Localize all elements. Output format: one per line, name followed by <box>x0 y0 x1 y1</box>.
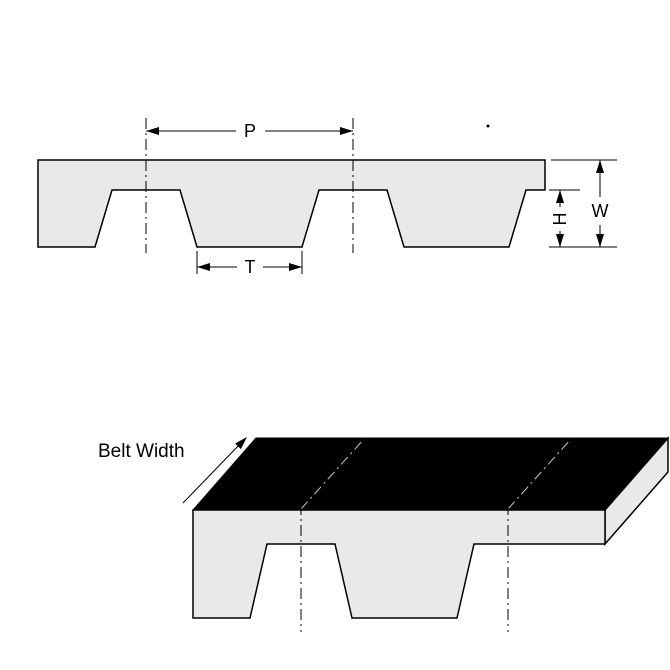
pitch-label: P <box>244 121 256 141</box>
top-face-centerline-left <box>300 438 365 510</box>
belt-3d-front-face <box>192 509 606 619</box>
top-face-centerline-right <box>507 438 572 510</box>
belt-width-label: Belt Width <box>98 441 185 462</box>
tooth-height-arrowhead-top-icon <box>556 190 564 203</box>
tooth-height-arrowhead-bottom-icon <box>556 234 564 247</box>
stray-dot <box>486 124 490 128</box>
tooth-width-label: T <box>245 257 256 277</box>
thickness-arrowhead-bottom-icon <box>596 234 604 247</box>
tooth-height-label: H <box>550 213 570 226</box>
pitch-arrowhead-right-icon <box>340 127 353 135</box>
belt-width-arrowhead-icon <box>235 437 247 450</box>
belt-3d-top-face <box>191 437 670 511</box>
pitch-arrowhead-left-icon <box>146 127 159 135</box>
thickness-arrowhead-top-icon <box>596 160 604 173</box>
tooth-width-arrowhead-left-icon <box>197 263 210 271</box>
tooth-width-arrowhead-right-icon <box>289 263 302 271</box>
belt-width-arrow <box>182 443 241 504</box>
belt-cross-section <box>37 159 546 248</box>
thickness-label: W <box>592 201 609 221</box>
